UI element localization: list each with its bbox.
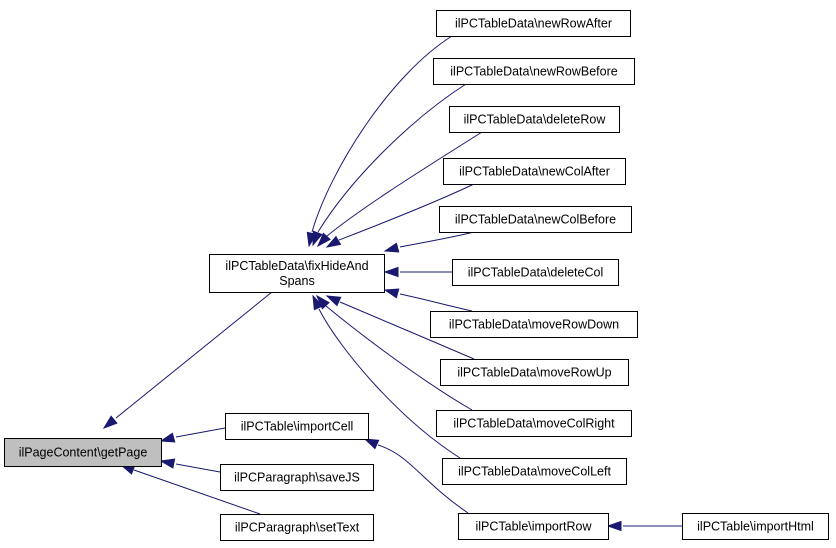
node-label: ilPCTableData\newColAfter xyxy=(459,165,610,179)
edge-saveJS-to-getPage xyxy=(159,458,221,473)
edge-line xyxy=(318,308,461,459)
node-box xyxy=(458,513,609,540)
node-box xyxy=(682,513,829,540)
node-deleteCol[interactable]: ilPCTableData\deleteCol xyxy=(452,259,619,286)
edge-line xyxy=(399,231,475,248)
node-label: ilPCTable\importHtml xyxy=(697,520,814,534)
edge-line xyxy=(317,83,467,233)
nodes-layer: ilPageContent\getPage ilPCTableData\fixHi… xyxy=(4,10,829,541)
node-getPage[interactable]: ilPageContent\getPage xyxy=(4,438,162,467)
node-importCell[interactable]: ilPCTable\importCell xyxy=(225,413,369,440)
node-label: ilPCTableData\deleteCol xyxy=(468,266,604,280)
edges-layer xyxy=(102,35,682,532)
node-moveColRight[interactable]: ilPCTableData\moveColRight xyxy=(436,410,632,437)
arrow-head-icon xyxy=(325,235,342,248)
edge-newRowBefore-to-fixHide xyxy=(312,83,467,247)
node-box xyxy=(442,458,627,485)
node-label: ilPCTable\importCell xyxy=(241,420,354,434)
edge-moveColLeft-to-fixHide xyxy=(312,294,461,459)
edge-line xyxy=(339,301,475,360)
edge-line xyxy=(326,131,483,237)
node-newColBefore[interactable]: ilPCTableData\newColBefore xyxy=(439,206,632,233)
node-label: ilPCTableData\fixHideAnd xyxy=(225,259,368,273)
node-label: ilPCTableData\newRowBefore xyxy=(450,65,617,79)
arrow-head-icon xyxy=(159,432,176,443)
node-moveRowDown[interactable]: ilPCTableData\moveRowDown xyxy=(430,311,638,338)
node-box xyxy=(436,10,631,37)
edge-line xyxy=(338,183,475,241)
arrow-head-icon xyxy=(316,232,331,248)
edge-newColBefore-to-fixHide xyxy=(383,231,475,253)
edge-deleteRow-to-fixHide xyxy=(316,131,483,248)
arrow-head-icon xyxy=(606,520,622,532)
edge-line xyxy=(325,305,473,411)
node-newRowAfter[interactable]: ilPCTableData\newRowAfter xyxy=(436,10,631,37)
node-label: Spans xyxy=(279,274,314,288)
node-label: ilPCParagraph\setText xyxy=(235,521,360,535)
node-moveRowUp[interactable]: ilPCTableData\moveRowUp xyxy=(440,359,629,386)
edge-moveRowDown-to-fixHide xyxy=(383,288,473,312)
node-label: ilPCTableData\moveRowUp xyxy=(457,366,611,380)
arrow-head-icon xyxy=(312,294,324,311)
edge-importCell-to-getPage xyxy=(159,427,226,443)
edge-moveRowUp-to-fixHide xyxy=(325,295,475,360)
node-box xyxy=(220,464,374,491)
node-label: ilPCTableData\newRowAfter xyxy=(455,17,612,31)
edge-line xyxy=(399,293,473,312)
node-box xyxy=(4,438,162,467)
node-box xyxy=(443,158,626,185)
node-box xyxy=(452,259,619,286)
node-saveJS[interactable]: ilPCParagraph\saveJS xyxy=(220,464,374,491)
node-box xyxy=(433,58,635,85)
arrow-head-icon xyxy=(363,438,380,450)
node-newColAfter[interactable]: ilPCTableData\newColAfter xyxy=(443,158,626,185)
node-label: ilPCTableData\deleteRow xyxy=(464,113,607,127)
arrow-head-icon xyxy=(383,242,400,253)
arrow-head-icon xyxy=(159,458,176,469)
node-box xyxy=(220,514,374,541)
node-box xyxy=(440,359,629,386)
node-box xyxy=(430,311,638,338)
edge-line xyxy=(175,463,221,473)
node-box xyxy=(449,106,620,133)
arrow-head-icon xyxy=(383,288,400,299)
node-label: ilPCTableData\moveColLeft xyxy=(458,465,611,479)
edge-line xyxy=(377,444,469,514)
arrow-head-icon xyxy=(325,295,342,307)
edge-deleteCol-to-fixHide xyxy=(383,266,452,278)
node-label: ilPCParagraph\saveJS xyxy=(234,471,360,485)
node-deleteRow[interactable]: ilPCTableData\deleteRow xyxy=(449,106,620,133)
node-label: ilPCTable\importRow xyxy=(475,520,592,534)
node-newRowBefore[interactable]: ilPCTableData\newRowBefore xyxy=(433,58,635,85)
node-importRow[interactable]: ilPCTable\importRow xyxy=(458,513,609,540)
node-setText[interactable]: ilPCParagraph\setText xyxy=(220,514,374,541)
node-label: ilPCTableData\moveRowDown xyxy=(449,318,619,332)
node-box xyxy=(436,410,632,437)
edge-newColAfter-to-fixHide xyxy=(325,183,475,248)
edge-importHtml-to-importRow xyxy=(606,520,682,532)
node-box xyxy=(225,413,369,440)
node-label: ilPageContent\getPage xyxy=(19,446,148,460)
edge-line xyxy=(311,35,453,233)
node-label: ilPCTableData\moveColRight xyxy=(453,417,615,431)
edge-fixHide-to-getPage xyxy=(102,291,273,429)
edge-line xyxy=(175,427,226,438)
edge-line xyxy=(115,291,273,419)
arrow-head-icon xyxy=(383,266,399,278)
node-importHtml[interactable]: ilPCTable\importHtml xyxy=(682,513,829,540)
arrow-head-icon xyxy=(102,415,118,429)
arrow-head-icon xyxy=(312,230,323,247)
node-box xyxy=(209,254,385,293)
node-moveColLeft[interactable]: ilPCTableData\moveColLeft xyxy=(442,458,627,485)
edge-line xyxy=(133,469,261,515)
edge-importRow-to-importCell xyxy=(363,438,469,514)
node-label: ilPCTableData\newColBefore xyxy=(455,213,616,227)
node-box xyxy=(439,206,632,233)
